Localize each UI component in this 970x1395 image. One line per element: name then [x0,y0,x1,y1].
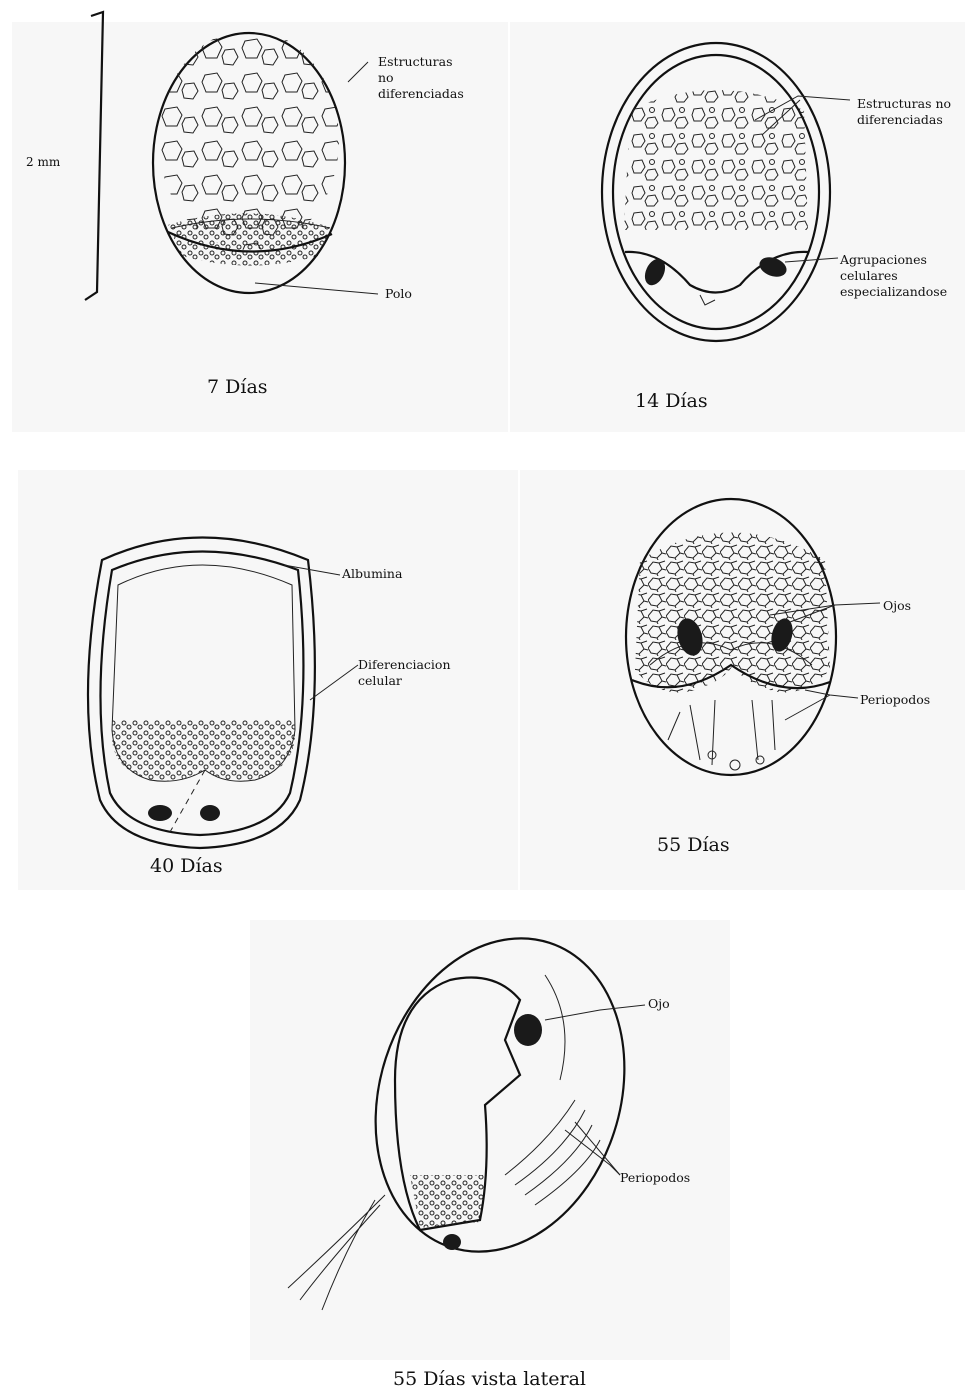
label-day55-pereiopods: Periopodos [860,692,930,708]
label-day40-albumin: Albumina [342,566,402,582]
scale-bar [85,12,103,300]
label-day55-lateral-eye: Ojo [648,996,670,1012]
label-day7-structures: Estructuras no diferenciadas [378,54,464,102]
caption-day55: 55 Días [657,834,730,856]
caption-day7: 7 Días [207,376,268,398]
caption-day14: 14 Días [635,390,708,412]
caption-day40: 40 Días [150,855,223,877]
label-day14-cell-groups: Agrupaciones celulares especializandose [840,252,947,300]
scale-bar-label: 2 mm [26,154,60,170]
label-day40-differentiation: Diferenciacion celular [358,657,451,689]
label-day55-lateral-pereiopods: Periopodos [620,1170,690,1186]
egg-day55-lateral [288,906,664,1310]
egg-day55 [626,499,880,775]
egg-day7 [85,12,378,300]
egg-day14 [602,43,850,341]
caption-day55-lateral: 55 Días vista lateral [393,1368,586,1390]
label-day55-eyes: Ojos [883,598,911,614]
egg-day40 [88,538,358,849]
label-day7-pole: Polo [385,286,412,302]
label-day14-structures: Estructuras no diferenciadas [857,96,951,128]
